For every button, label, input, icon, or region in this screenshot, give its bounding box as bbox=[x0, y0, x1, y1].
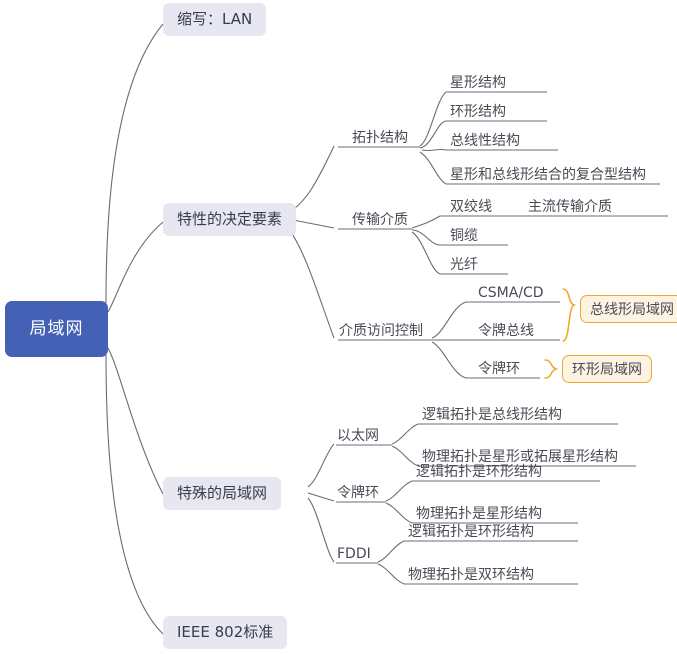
leaf-copper-cable[interactable]: 铜缆 bbox=[450, 228, 478, 244]
leaf-token-bus[interactable]: 令牌总线 bbox=[478, 323, 534, 339]
leaf-tokenring-physical-topology[interactable]: 物理拓扑是星形结构 bbox=[416, 506, 542, 522]
node-ethernet[interactable]: 以太网 bbox=[337, 428, 379, 444]
leaf-token-ring[interactable]: 令牌环 bbox=[478, 361, 520, 377]
branch-node-abbreviation[interactable]: 缩写：LAN bbox=[163, 3, 267, 36]
leaf-bus-topology[interactable]: 总线性结构 bbox=[450, 133, 520, 149]
leaf-fddi-logical-topology[interactable]: 逻辑拓扑是环形结构 bbox=[408, 524, 534, 540]
group-box-ring-lan[interactable]: 环形局域网 bbox=[562, 355, 652, 383]
leaf-tokenring-logical-topology[interactable]: 逻辑拓扑是环形结构 bbox=[416, 464, 542, 480]
branch-node-abbreviation-label: 缩写：LAN bbox=[177, 10, 253, 28]
leaf-ring-topology[interactable]: 环形结构 bbox=[450, 104, 506, 120]
leaf-star-topology[interactable]: 星形结构 bbox=[450, 75, 506, 91]
branch-node-special-lans-label: 特殊的局域网 bbox=[177, 484, 268, 502]
branch-node-determining-factors-label: 特性的决定要素 bbox=[177, 210, 283, 228]
annotation-mainstream-medium: 主流传输介质 bbox=[528, 199, 612, 215]
group-box-bus-lan[interactable]: 总线形局域网 bbox=[580, 295, 677, 323]
node-media-access-control[interactable]: 介质访问控制 bbox=[339, 323, 423, 339]
node-token-ring-network[interactable]: 令牌环 bbox=[337, 485, 379, 501]
root-node[interactable]: 局域网 bbox=[5, 301, 108, 357]
leaf-ethernet-physical-topology[interactable]: 物理拓扑是星形或拓展星形结构 bbox=[422, 449, 618, 465]
leaf-fddi-physical-topology[interactable]: 物理拓扑是双环结构 bbox=[408, 567, 534, 583]
node-transmission-medium[interactable]: 传输介质 bbox=[352, 212, 408, 228]
leaf-csma-cd[interactable]: CSMA/CD bbox=[478, 285, 544, 301]
root-node-label: 局域网 bbox=[29, 318, 84, 339]
branch-node-special-lans[interactable]: 特殊的局域网 bbox=[163, 477, 282, 510]
branch-node-determining-factors[interactable]: 特性的决定要素 bbox=[163, 203, 297, 236]
branch-node-ieee-standard[interactable]: IEEE 802标准 bbox=[163, 616, 288, 649]
leaf-hybrid-topology[interactable]: 星形和总线形结合的复合型结构 bbox=[450, 167, 646, 183]
leaf-twisted-pair[interactable]: 双绞线 bbox=[450, 199, 492, 215]
node-topology-structure[interactable]: 拓扑结构 bbox=[352, 130, 408, 146]
branch-node-ieee-standard-label: IEEE 802标准 bbox=[177, 623, 274, 641]
leaf-fiber-optic[interactable]: 光纤 bbox=[450, 257, 478, 273]
leaf-ethernet-logical-topology[interactable]: 逻辑拓扑是总线形结构 bbox=[422, 407, 562, 423]
node-fddi[interactable]: FDDI bbox=[337, 546, 371, 562]
